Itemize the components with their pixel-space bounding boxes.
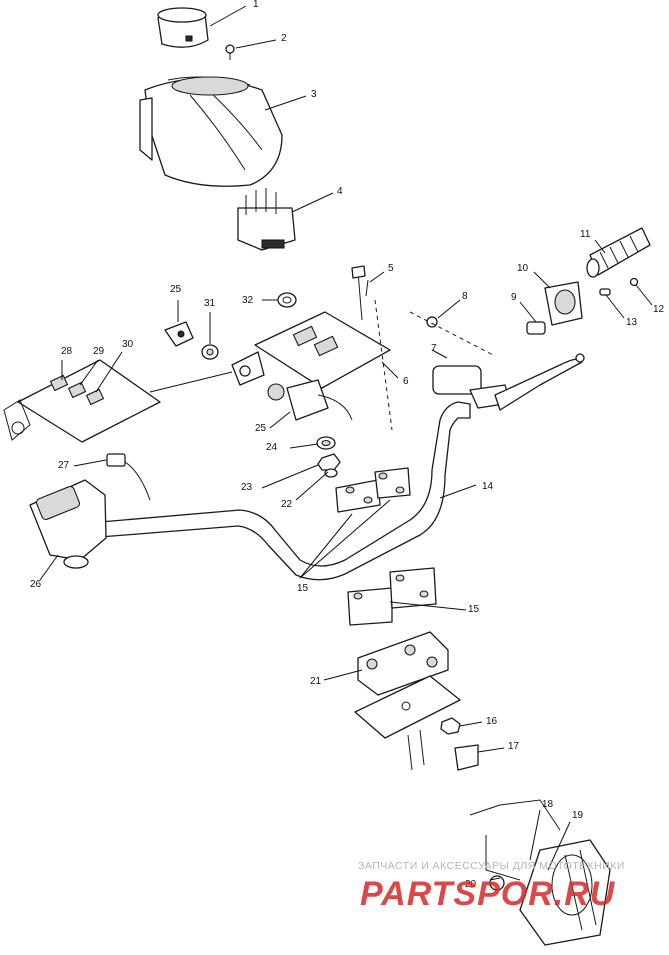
bushing xyxy=(277,292,297,308)
leader-lines xyxy=(39,5,653,881)
callout-14: 14 xyxy=(482,481,494,492)
throttle-end xyxy=(526,321,546,335)
callout-27: 27 xyxy=(58,460,70,471)
nut xyxy=(440,717,461,735)
callout-7: 7 xyxy=(431,343,437,354)
callout-15-lower: 15 xyxy=(468,604,480,615)
callout-22: 22 xyxy=(281,499,293,510)
callout-3: 3 xyxy=(311,89,317,100)
callout-8: 8 xyxy=(462,291,468,302)
callout-26: 26 xyxy=(30,579,42,590)
callout-9: 9 xyxy=(511,292,517,303)
callout-16: 16 xyxy=(486,716,498,727)
callout-30: 30 xyxy=(122,339,134,350)
switch-panel xyxy=(3,359,233,443)
handlebar-clamp-lower xyxy=(347,567,437,626)
callout-20: 20 xyxy=(465,879,477,890)
callout-15-upper: 15 xyxy=(297,583,309,594)
hand-grip xyxy=(586,227,651,278)
callout-24: 24 xyxy=(266,442,278,453)
small-screw xyxy=(225,44,235,60)
connector xyxy=(106,453,151,501)
brake-master-cylinder xyxy=(432,353,585,411)
callout-6: 6 xyxy=(403,376,409,387)
steering-detail xyxy=(469,799,611,946)
throttle-housing xyxy=(544,281,583,326)
callout-12: 12 xyxy=(653,304,665,315)
watermark-caption: ЗАПЧАСТИ И АКСЕССУАРЫ ДЛЯ МОТОТЕХНИКИ xyxy=(358,860,625,872)
riser-plate xyxy=(354,675,461,771)
callout-23: 23 xyxy=(241,482,253,493)
headlight-socket xyxy=(237,188,296,251)
callout-4: 4 xyxy=(337,186,343,197)
callout-13: 13 xyxy=(626,317,638,328)
gauge-cap xyxy=(157,7,209,48)
nut-small xyxy=(317,453,341,471)
callout-32: 32 xyxy=(242,295,254,306)
callout-11: 11 xyxy=(580,229,591,240)
switch-upper xyxy=(164,321,194,347)
mounting-plate xyxy=(231,299,393,431)
headlight-pod xyxy=(139,76,283,187)
left-control-housing xyxy=(29,479,107,569)
callout-10: 10 xyxy=(517,263,529,274)
lock-washer xyxy=(316,436,336,450)
switch-lower xyxy=(267,379,353,421)
callout-31: 31 xyxy=(204,298,216,309)
bolt xyxy=(351,265,369,321)
grip-screw xyxy=(599,277,639,296)
callout-25-upper: 25 xyxy=(170,284,182,295)
callout-1: 1 xyxy=(253,0,259,10)
callout-18: 18 xyxy=(542,799,554,810)
callout-25-lower: 25 xyxy=(255,423,267,434)
handlebar-riser xyxy=(357,631,449,696)
callout-28: 28 xyxy=(61,346,73,357)
callout-5: 5 xyxy=(388,263,394,274)
callout-29: 29 xyxy=(93,346,105,357)
callout-19: 19 xyxy=(572,810,584,821)
callout-17: 17 xyxy=(508,741,520,752)
callout-2: 2 xyxy=(281,33,287,44)
callout-21: 21 xyxy=(310,676,322,687)
watermark-logo: PARTSPOR.RU xyxy=(360,875,616,913)
adjuster xyxy=(409,311,496,357)
grommet xyxy=(201,344,219,360)
handlebar-clamp-upper xyxy=(335,467,411,513)
clip xyxy=(454,744,479,771)
handlebar xyxy=(99,401,471,581)
washer-small xyxy=(324,468,338,478)
